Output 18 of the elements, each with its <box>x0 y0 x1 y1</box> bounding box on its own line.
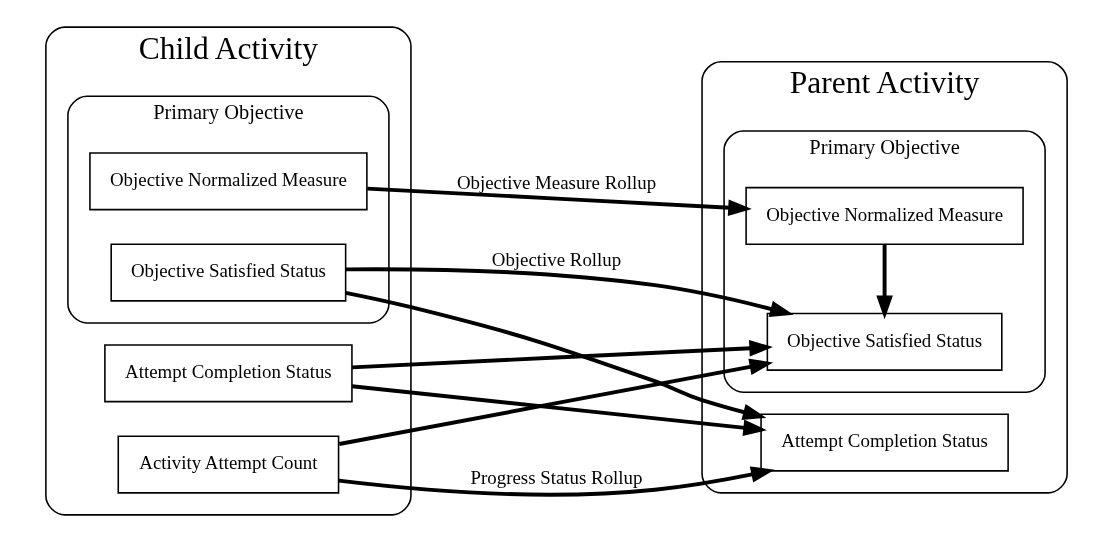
node-box: Objective Satisfied Status <box>766 312 1003 371</box>
edge-label: Objective Measure Rollup <box>456 171 656 193</box>
node-box: Objective Normalized Measure <box>88 152 368 211</box>
arrow <box>344 290 766 421</box>
arrow <box>351 340 773 370</box>
arrow <box>345 267 794 317</box>
node-box: Attempt Completion Status <box>759 413 1009 472</box>
node-box: Objective Normalized Measure <box>744 186 1024 246</box>
arrow <box>338 466 775 497</box>
edge-label: Objective Rollup <box>491 248 621 270</box>
edge-label: Progress Status Rollup <box>470 467 642 489</box>
arrow <box>875 244 893 320</box>
node-box: Objective Satisfied Status <box>109 243 346 302</box>
arrow <box>351 384 767 436</box>
node-box: Activity Attempt Count <box>117 435 339 494</box>
node-box: Attempt Completion Status <box>103 344 353 403</box>
arrow <box>366 186 752 216</box>
arrow <box>338 358 773 446</box>
